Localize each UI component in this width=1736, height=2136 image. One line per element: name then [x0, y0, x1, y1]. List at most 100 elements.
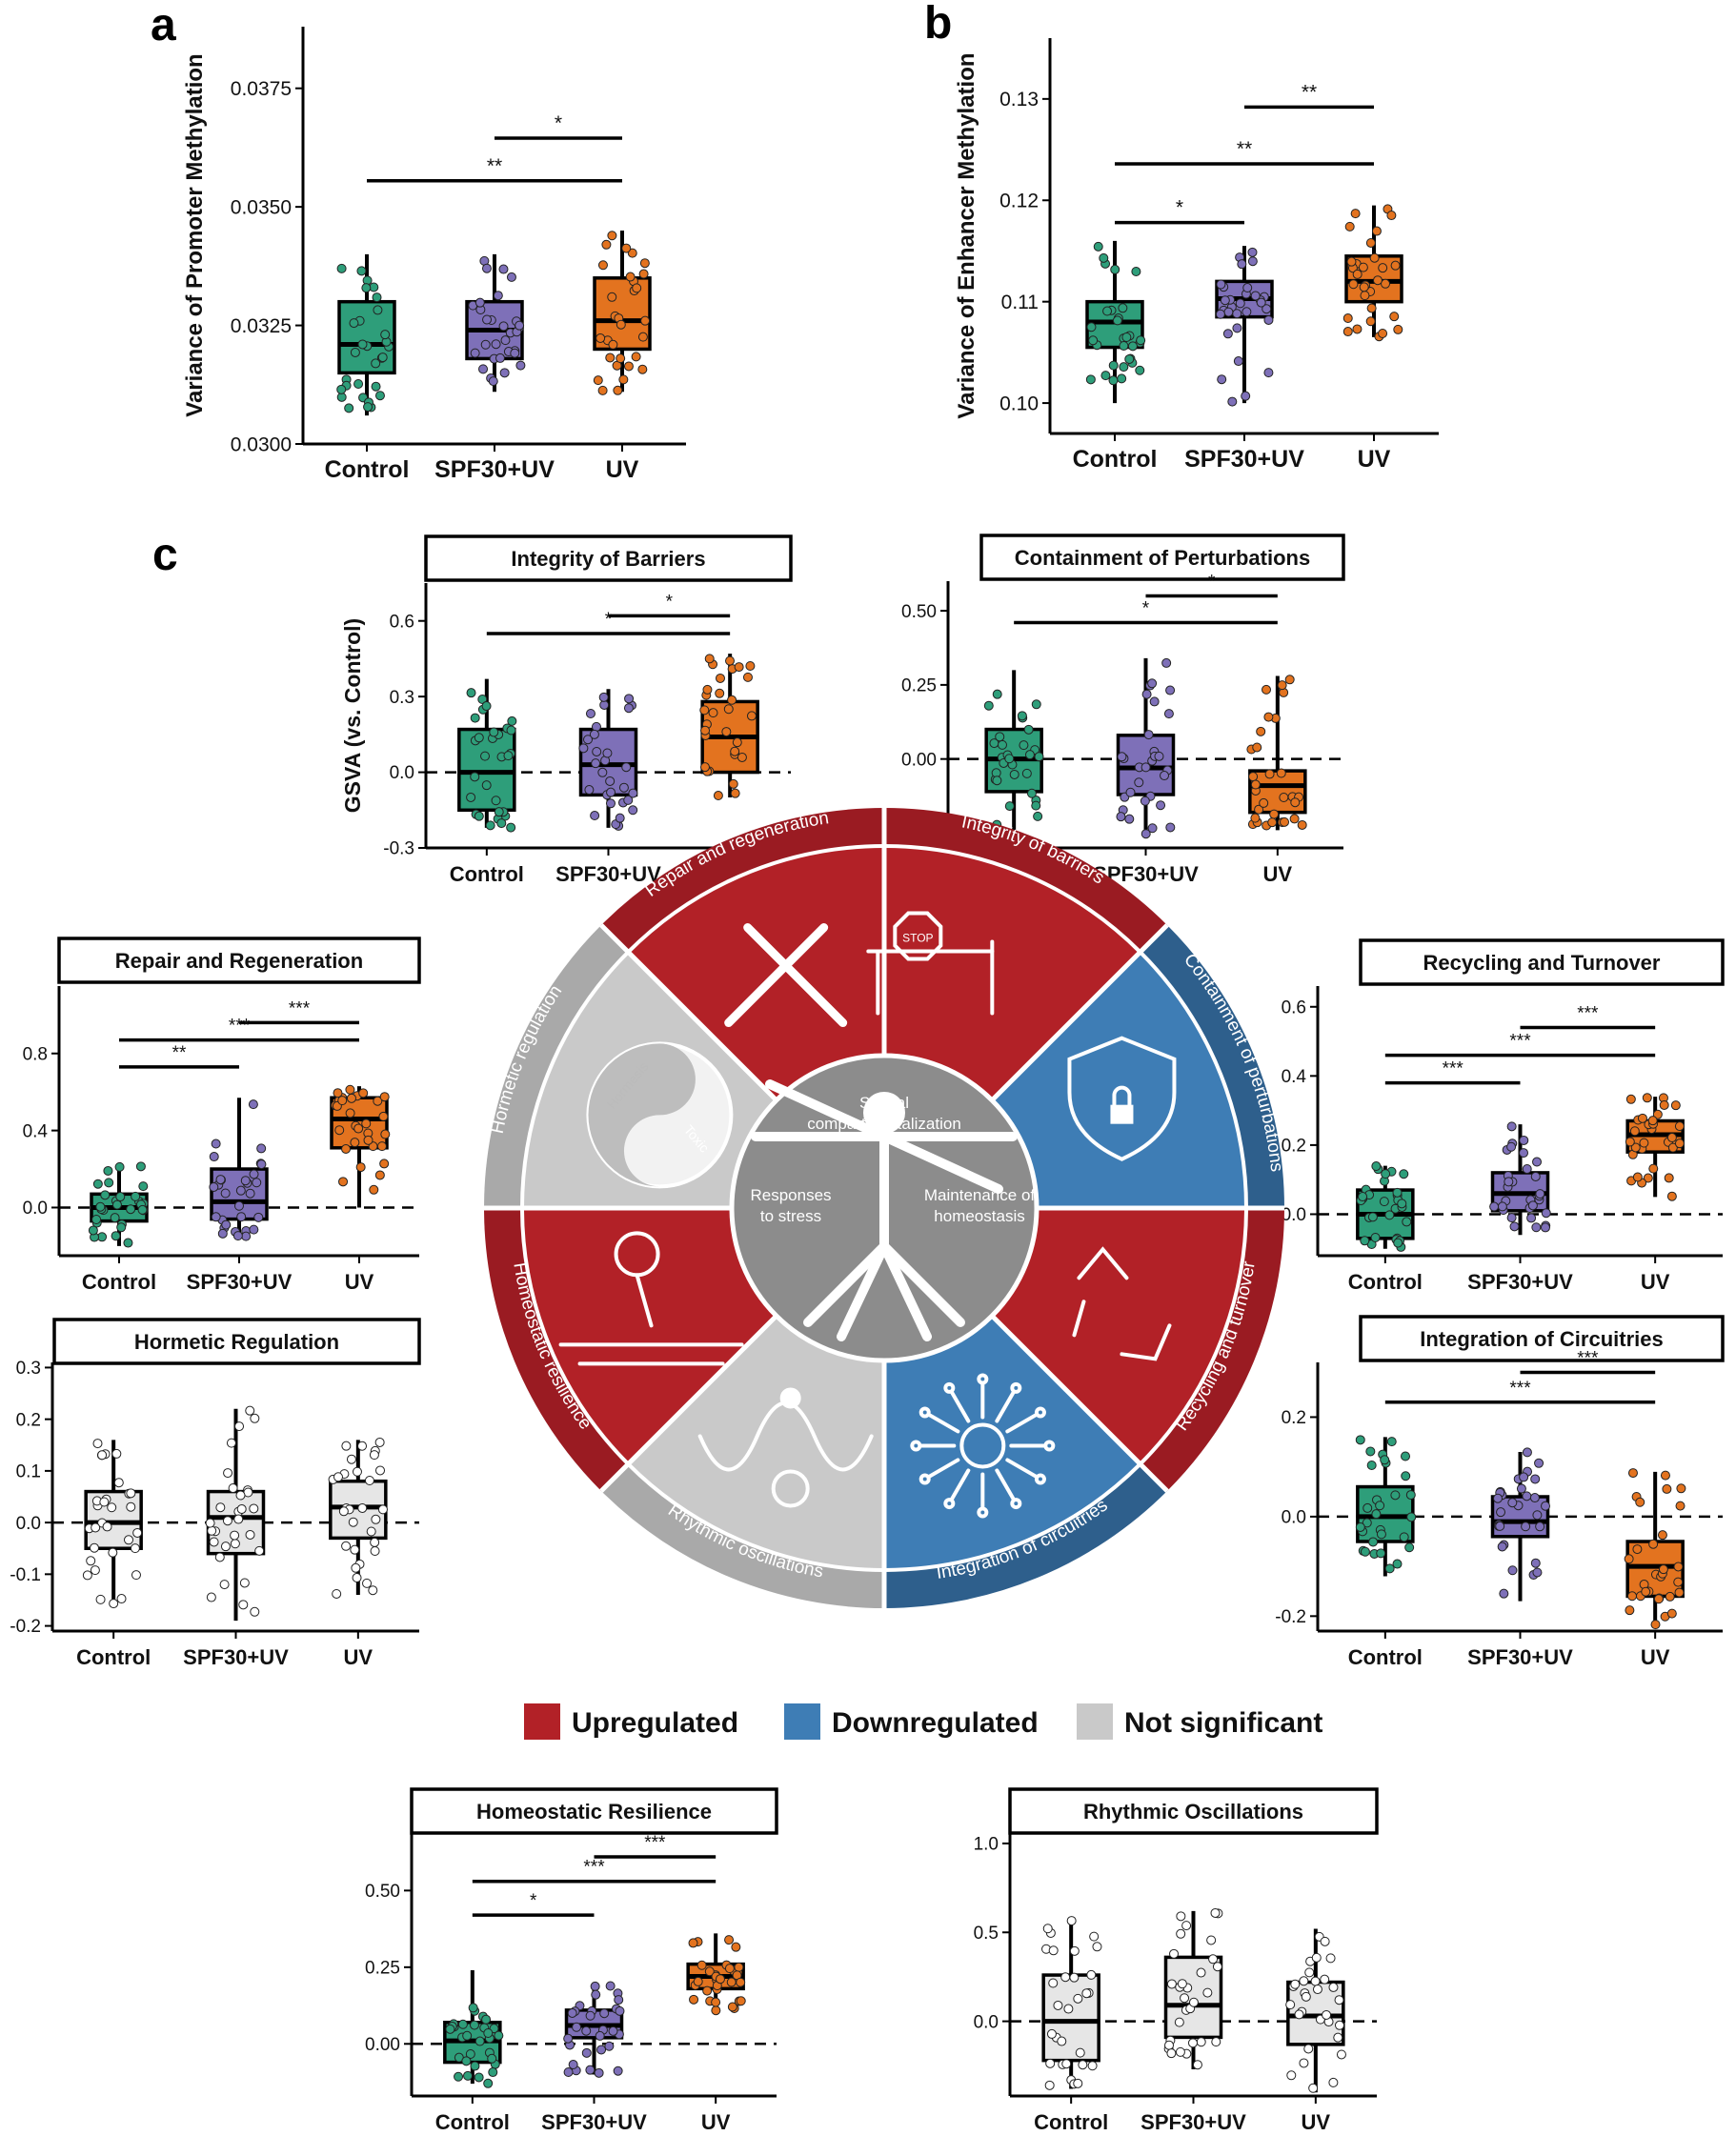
data-point [1279, 792, 1289, 802]
data-point [1650, 1620, 1661, 1630]
data-point [1164, 2040, 1175, 2050]
y-tick-label: 0.10 [999, 393, 1039, 414]
panel-letter-a: a [151, 0, 176, 50]
data-point [1004, 754, 1015, 764]
data-point [371, 381, 381, 392]
wheel-ring-5 [484, 1208, 629, 1491]
data-point [1393, 324, 1403, 334]
data-point [235, 1490, 246, 1501]
data-point [1521, 1521, 1531, 1532]
data-point [338, 1177, 349, 1187]
data-point [483, 2078, 494, 2088]
data-point [596, 2045, 607, 2055]
data-point [506, 272, 516, 282]
wheel-segment-7 [628, 846, 884, 1100]
data-point [515, 360, 526, 371]
data-point [1366, 303, 1377, 313]
data-point [742, 672, 753, 682]
data-point [1404, 1542, 1415, 1553]
data-point [1637, 1113, 1647, 1123]
data-point [1328, 2077, 1339, 2087]
data-point [1642, 1093, 1652, 1103]
data-point [491, 796, 501, 806]
data-point [353, 1123, 364, 1134]
significance-label: *** [1443, 1059, 1464, 1079]
chart-title-box [424, 534, 793, 582]
data-point [371, 1514, 381, 1524]
data-point [1192, 2060, 1202, 2070]
data-point [1081, 1988, 1092, 1999]
significance-label: * [1142, 599, 1150, 619]
circuit-trace-icon [995, 1390, 1016, 1423]
y-tick-label: 0.00 [901, 750, 937, 770]
data-point [1301, 1991, 1311, 2002]
data-point [591, 1989, 601, 2000]
data-point [236, 1212, 247, 1222]
data-point [503, 751, 514, 761]
data-point [1390, 1490, 1401, 1501]
data-point [1497, 1201, 1507, 1212]
data-point [478, 364, 489, 374]
data-point [1530, 1171, 1541, 1181]
data-point [90, 1565, 100, 1576]
data-point [465, 2049, 475, 2060]
figure-leg [803, 1241, 889, 1327]
x-tick-label: Control [435, 2110, 510, 2134]
data-point [1664, 1173, 1674, 1183]
y-tick-label: 0.0 [23, 1199, 48, 1219]
data-point [1024, 750, 1035, 760]
data-point [593, 375, 603, 386]
data-point [567, 2007, 577, 2018]
y-tick-label: 0.6 [390, 612, 414, 632]
y-tick-label: 0.6 [1282, 997, 1306, 1018]
wheel-ring-4 [601, 1463, 884, 1608]
wheel-segment-5 [522, 1208, 777, 1464]
data-point [590, 1981, 600, 1991]
data-point [92, 1439, 103, 1449]
y-tick-label: 0.2 [1282, 1137, 1306, 1157]
data-point [336, 384, 347, 394]
data-point [1659, 1099, 1669, 1110]
data-point [1196, 1967, 1206, 1978]
data-point [1141, 829, 1151, 839]
data-point [1304, 1967, 1315, 1978]
data-point [1285, 2000, 1296, 2010]
data-point [1125, 787, 1136, 797]
data-point [1237, 259, 1247, 270]
data-point [621, 243, 632, 253]
data-point [1348, 279, 1359, 290]
data-point [250, 1413, 260, 1423]
data-point [1527, 1200, 1538, 1211]
data-point [209, 1181, 219, 1192]
data-point [249, 1503, 259, 1514]
data-point [1540, 1222, 1550, 1233]
chart-title: Homeostatic Resilience [476, 1800, 712, 1824]
data-point [474, 811, 484, 821]
data-point [1648, 1539, 1659, 1549]
data-point [241, 1231, 252, 1241]
data-point [1248, 772, 1259, 782]
data-point [1358, 1192, 1368, 1202]
y-tick-label: 0.25 [901, 676, 937, 696]
data-point [90, 1542, 100, 1553]
data-point [1658, 1564, 1668, 1575]
wheel-divider [990, 923, 1169, 1102]
significance-label: ** [1237, 138, 1252, 160]
data-point [1660, 1470, 1670, 1481]
data-point [1290, 1979, 1301, 1989]
data-point [483, 2027, 494, 2038]
data-point [108, 1547, 118, 1558]
data-point [583, 735, 594, 745]
data-point [997, 739, 1007, 750]
data-point [1112, 315, 1122, 326]
data-point [1216, 279, 1226, 290]
data-point [1053, 2000, 1063, 2010]
center-label-left: to stress [760, 1207, 821, 1225]
data-point [1381, 278, 1391, 289]
data-point [1108, 360, 1119, 371]
data-point [123, 1238, 133, 1248]
data-point [1344, 221, 1355, 232]
circuit-trace-icon [927, 1412, 960, 1434]
x-tick-label: SPF30+UV [434, 456, 555, 483]
